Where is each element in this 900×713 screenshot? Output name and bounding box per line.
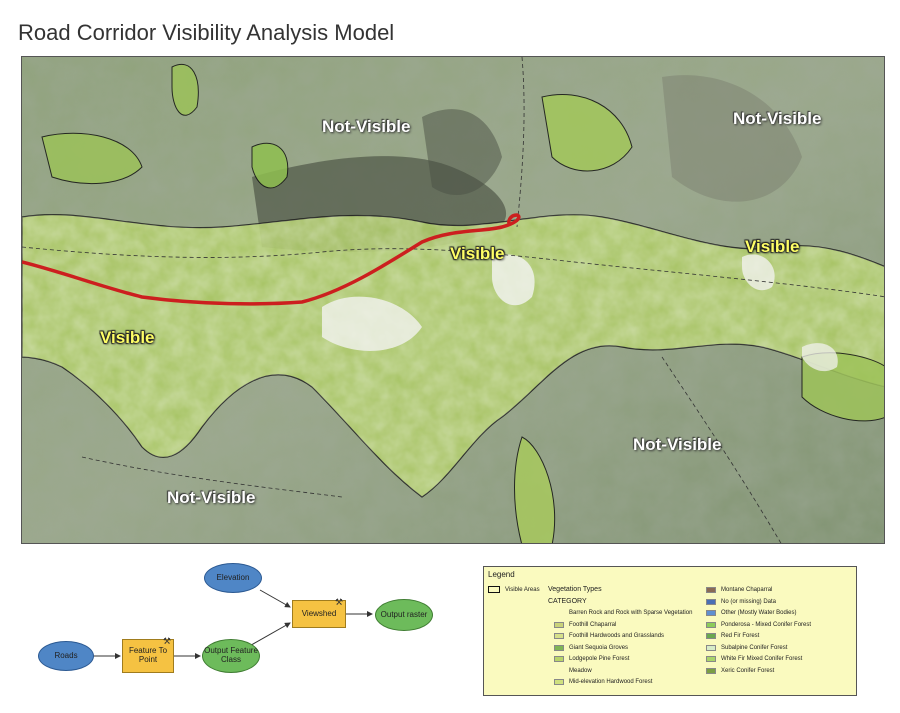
map-canvas [22, 57, 884, 543]
label-visible-right: Visible [745, 237, 800, 256]
legend-swatch [706, 644, 716, 651]
legend-item: Subalpine Conifer Forest [706, 644, 788, 651]
legend-item: Montane Chaparral [706, 587, 772, 593]
legend-title: Legend [488, 570, 515, 579]
legend-label: Foothill Chaparral [569, 621, 617, 628]
legend-label: Ponderosa - Mixed Conifer Forest [721, 621, 812, 628]
legend-swatch [554, 644, 564, 651]
legend-label: Mid-elevation Hardwood Forest [569, 679, 653, 685]
legend-visible-areas: Visible Areas [488, 586, 540, 593]
legend-label: Giant Sequoia Groves [569, 644, 629, 651]
legend-vegetation-types: Vegetation Types [548, 586, 602, 593]
legend-item: Lodgepole Pine Forest [554, 656, 629, 662]
legend-label: No (or missing) Data [721, 598, 777, 605]
model-diagram: Elevation Roads ⚒ Feature To Point Outpu… [20, 555, 460, 705]
legend-item: Foothill Hardwoods and Grasslands [554, 633, 664, 639]
legend-item: Giant Sequoia Groves [554, 644, 629, 651]
page-title: Road Corridor Visibility Analysis Model [18, 20, 395, 45]
legend-swatch [554, 679, 564, 685]
legend-swatch [706, 621, 716, 628]
legend-label: Barren Rock and Rock with Sparse Vegetat… [569, 610, 693, 616]
legend-item: Barren Rock and Rock with Sparse Vegetat… [554, 610, 692, 616]
legend-label: Meadow [569, 667, 592, 674]
legend-item: Mid-elevation Hardwood Forest [554, 679, 652, 685]
legend-swatch [706, 610, 716, 616]
legend-item: Foothill Chaparral [554, 621, 617, 628]
legend-item: No (or missing) Data [706, 598, 777, 605]
feature-to-point-tool[interactable]: ⚒ Feature To Point [122, 636, 174, 673]
label-not-visible-bottom-left: Not-Visible [167, 488, 256, 507]
legend-swatch [554, 656, 564, 662]
legend-item: Xeric Conifer Forest [706, 667, 775, 674]
map-legend: Legend Visible Areas Vegetation Types CA… [483, 566, 857, 696]
visibility-map[interactable]: Not-Visible Not-Visible Not-Visible Not-… [21, 56, 885, 544]
label-visible-left: Visible [100, 328, 155, 347]
legend-swatch [706, 587, 716, 593]
legend-label: Subalpine Conifer Forest [721, 644, 788, 651]
legend-label: Foothill Hardwoods and Grasslands [569, 633, 665, 639]
legend-swatch [554, 633, 564, 639]
legend-swatch [554, 610, 564, 616]
legend-category: CATEGORY [548, 598, 587, 605]
legend-label: Lodgepole Pine Forest [569, 656, 630, 662]
legend-swatch [554, 668, 564, 674]
label-not-visible-top-right: Not-Visible [733, 109, 822, 128]
legend-label: Red Fir Forest [721, 633, 760, 639]
output-raster-node[interactable]: Output raster [375, 599, 433, 631]
label-not-visible-bottom-right: Not-Visible [633, 435, 722, 454]
tool-hammer-icon: ⚒ [162, 636, 171, 646]
legend-swatch [554, 621, 564, 628]
viewshed-label: Viewshed [301, 608, 337, 618]
legend-label: White Fir Mixed Conifer Forest [721, 656, 803, 662]
model-connectors [92, 589, 373, 659]
legend-item: Other (Mostly Water Bodies) [706, 610, 796, 616]
legend-label: Xeric Conifer Forest [721, 667, 775, 674]
label-visible-center: Visible [450, 244, 505, 263]
road-line [22, 213, 521, 306]
tool-hammer-icon: ⚒ [334, 597, 343, 607]
label-not-visible-top: Not-Visible [322, 117, 411, 136]
roads-node[interactable]: Roads [38, 641, 94, 671]
legend-swatch [706, 656, 716, 662]
visible-areas-swatch [488, 586, 500, 593]
legend-item: White Fir Mixed Conifer Forest [706, 656, 802, 662]
legend-label: Montane Chaparral [721, 587, 773, 593]
legend-item: Meadow [554, 668, 592, 674]
legend-item: Ponderosa - Mixed Conifer Forest [706, 621, 812, 628]
viewshed-tool[interactable]: ⚒ Viewshed [292, 597, 346, 628]
legend-swatch [706, 598, 716, 605]
legend-swatch [706, 633, 716, 639]
feature-to-point-label: Feature To Point [128, 646, 168, 664]
elevation-node[interactable]: Elevation [204, 563, 262, 593]
legend-item: Red Fir Forest [706, 633, 759, 639]
output-feature-class-node[interactable]: Output Feature Class [202, 639, 260, 673]
legend-swatch [706, 667, 716, 674]
legend-label: Other (Mostly Water Bodies) [721, 610, 797, 616]
